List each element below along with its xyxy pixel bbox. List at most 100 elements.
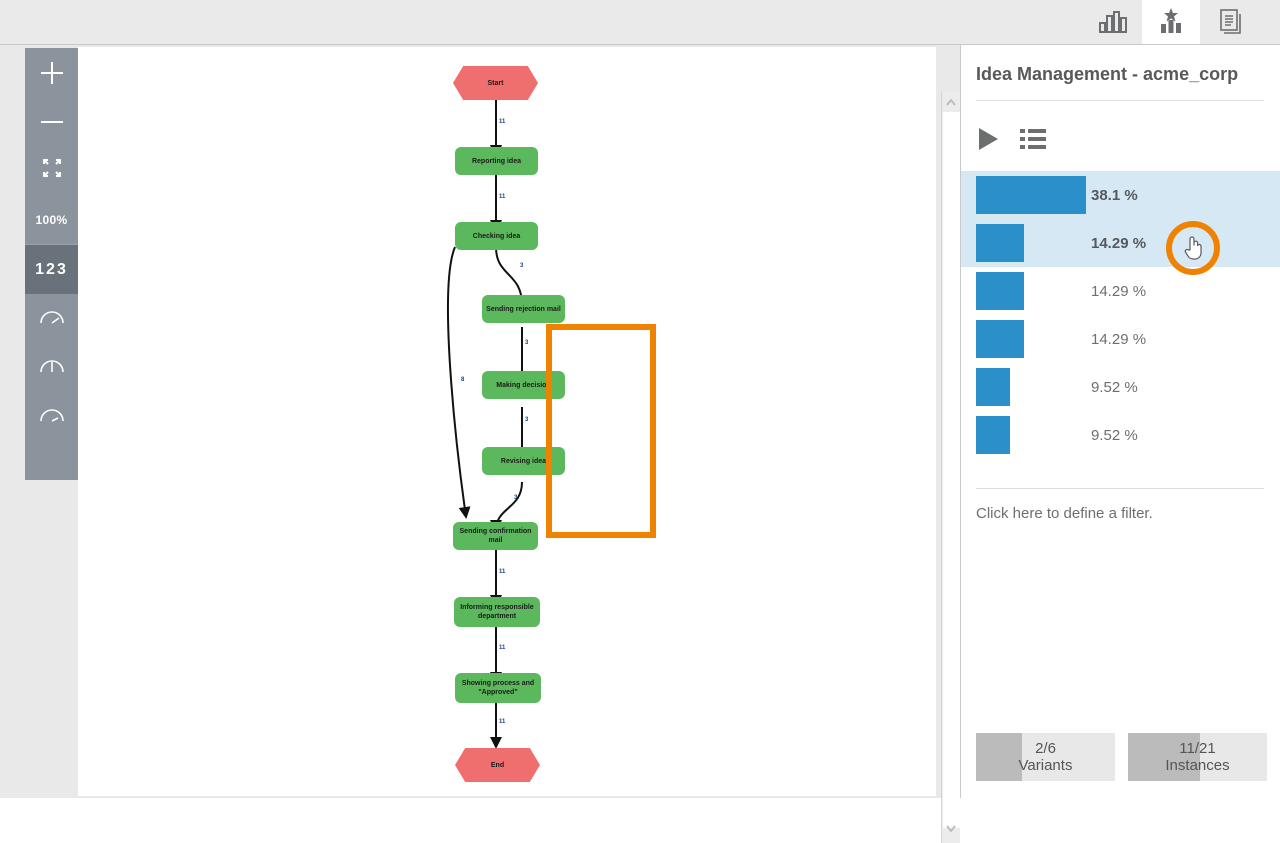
chevron-down-icon [946, 825, 956, 832]
process-diagram-canvas[interactable]: Start 11 Reporting idea 11 Checking idea… [78, 47, 936, 796]
variants-value: 2/6 [1035, 740, 1056, 757]
scrollbar-thumb[interactable] [943, 112, 960, 828]
numbers-label: 123 [35, 260, 68, 278]
edge-label: 11 [499, 119, 506, 125]
gauge-mid-button[interactable] [25, 343, 78, 392]
edge-label: 3 [525, 417, 529, 423]
variant-row[interactable]: 38.1 % [961, 171, 1280, 219]
variant-bar [976, 416, 1010, 454]
instances-chip[interactable]: 11/21 Instances [1128, 733, 1267, 781]
show-numbers-button[interactable]: 123 [25, 245, 78, 294]
documents-icon [1214, 7, 1244, 37]
instances-value: 11/21 [1179, 740, 1216, 757]
variant-bar [976, 224, 1024, 262]
instances-chip-text: 11/21 Instances [1128, 733, 1267, 781]
plus-icon [40, 61, 63, 84]
variant-row[interactable]: 14.29 % [961, 219, 1280, 267]
edge-label: 11 [499, 194, 506, 200]
variants-label: Variants [1018, 757, 1073, 774]
diagram-node-start[interactable]: Start [453, 66, 538, 100]
diagram-node-showing-approved[interactable]: Showing process and "Approved" [455, 673, 541, 703]
gauge-low-button[interactable] [25, 294, 78, 343]
bar-chart-star-icon [1156, 7, 1186, 37]
zoom-in-button[interactable] [25, 48, 78, 97]
variant-row[interactable]: 9.52 % [961, 363, 1280, 411]
gauge-high-icon [39, 405, 65, 428]
chevron-up-icon [946, 99, 956, 106]
define-filter-link[interactable]: Click here to define a filter. [976, 505, 1153, 522]
gauge-high-button[interactable] [25, 392, 78, 441]
node-label: Start [487, 79, 504, 87]
edge-label: 11 [499, 569, 506, 575]
node-label: Checking idea [472, 232, 521, 240]
node-label: Reporting idea [471, 157, 521, 165]
variants-chip-text: 2/6 Variants [976, 733, 1115, 781]
variant-bar [976, 368, 1010, 406]
scroll-down-arrow[interactable] [942, 820, 960, 837]
diagram-node-sending-rejection-mail[interactable]: Sending rejection mail [482, 295, 565, 323]
diagram-node-reporting-idea[interactable]: Reporting idea [455, 147, 538, 175]
canvas-toolbar: 100% 123 [25, 48, 78, 480]
panel-divider-top [976, 100, 1264, 101]
variant-list-button[interactable] [1020, 128, 1046, 150]
toolbar-divider [25, 244, 78, 245]
panel-divider-bottom [976, 488, 1264, 489]
edge-label: 3 [525, 340, 529, 346]
variant-bar-list: 38.1 % 14.29 % 14.29 % 14.29 % 9.52 % 9.… [961, 171, 1280, 459]
variant-percent: 9.52 % [1091, 426, 1138, 444]
variants-chip-fill [976, 733, 1022, 781]
edge-label: 11 [499, 645, 506, 651]
zoom-out-button[interactable] [25, 97, 78, 146]
selection-highlight-box [546, 324, 656, 538]
node-label: Sending rejection mail [486, 305, 561, 313]
node-label: Making decision [496, 381, 551, 389]
variant-percent: 14.29 % [1091, 330, 1147, 348]
tab-overview[interactable] [1084, 0, 1142, 44]
variants-panel: Idea Management - acme_corp 38.1 % 14.29… [960, 45, 1280, 798]
edge-label: 8 [461, 377, 465, 383]
instances-label: Instances [1165, 757, 1230, 774]
variant-bar [976, 272, 1024, 310]
page-title: Idea Management - acme_corp [976, 64, 1239, 84]
diagram-node-making-decision[interactable]: Making decision [482, 371, 565, 399]
list-icon [1020, 129, 1046, 149]
variant-row[interactable]: 14.29 % [961, 267, 1280, 315]
diagram-node-checking-idea[interactable]: Checking idea [455, 222, 538, 250]
play-icon [979, 128, 998, 150]
node-label: Sending confirmation mail [459, 528, 532, 544]
diagram-node-informing-department[interactable]: Informing responsible department [454, 597, 540, 627]
minus-icon [40, 111, 63, 133]
tab-variants[interactable] [1142, 0, 1200, 44]
node-label: End [490, 761, 505, 769]
diagram-work-area: 100% 123 [0, 45, 960, 843]
diagram-node-revising-idea[interactable]: Revising idea [482, 447, 565, 475]
diagram-node-end[interactable]: End [455, 748, 540, 782]
top-tab-bar [0, 0, 1280, 45]
panel-action-bar [976, 120, 1046, 158]
variant-percent: 14.29 % [1091, 282, 1147, 300]
gauge-mid-icon [39, 356, 65, 379]
canvas-vertical-scrollbar[interactable] [941, 92, 960, 843]
fit-to-screen-button[interactable] [25, 146, 78, 195]
instances-chip-fill [1128, 733, 1200, 781]
scroll-up-arrow[interactable] [942, 94, 960, 111]
node-label: Showing process and "Approved" [461, 680, 535, 696]
diagram-node-sending-confirmation-mail[interactable]: Sending confirmation mail [453, 522, 538, 550]
node-label: Informing responsible department [460, 604, 534, 620]
variant-bar [976, 176, 1086, 214]
variant-row[interactable]: 9.52 % [961, 411, 1280, 459]
tab-docs[interactable] [1200, 0, 1258, 44]
variants-chip[interactable]: 2/6 Variants [976, 733, 1115, 781]
zoom-level-button[interactable]: 100% [25, 195, 78, 244]
edge-label: 3 [514, 495, 518, 501]
variant-bar [976, 320, 1024, 358]
play-animation-button[interactable] [976, 126, 1000, 152]
bar-chart-icon [1098, 9, 1128, 35]
fit-screen-icon [42, 158, 62, 183]
variant-row[interactable]: 14.29 % [961, 315, 1280, 363]
zoom-level-label: 100% [35, 212, 68, 227]
stats-chips: 2/6 Variants 11/21 Instances [976, 733, 1267, 781]
edge-label: 11 [499, 719, 506, 725]
variant-percent: 9.52 % [1091, 378, 1138, 396]
variant-percent: 14.29 % [1091, 234, 1147, 252]
